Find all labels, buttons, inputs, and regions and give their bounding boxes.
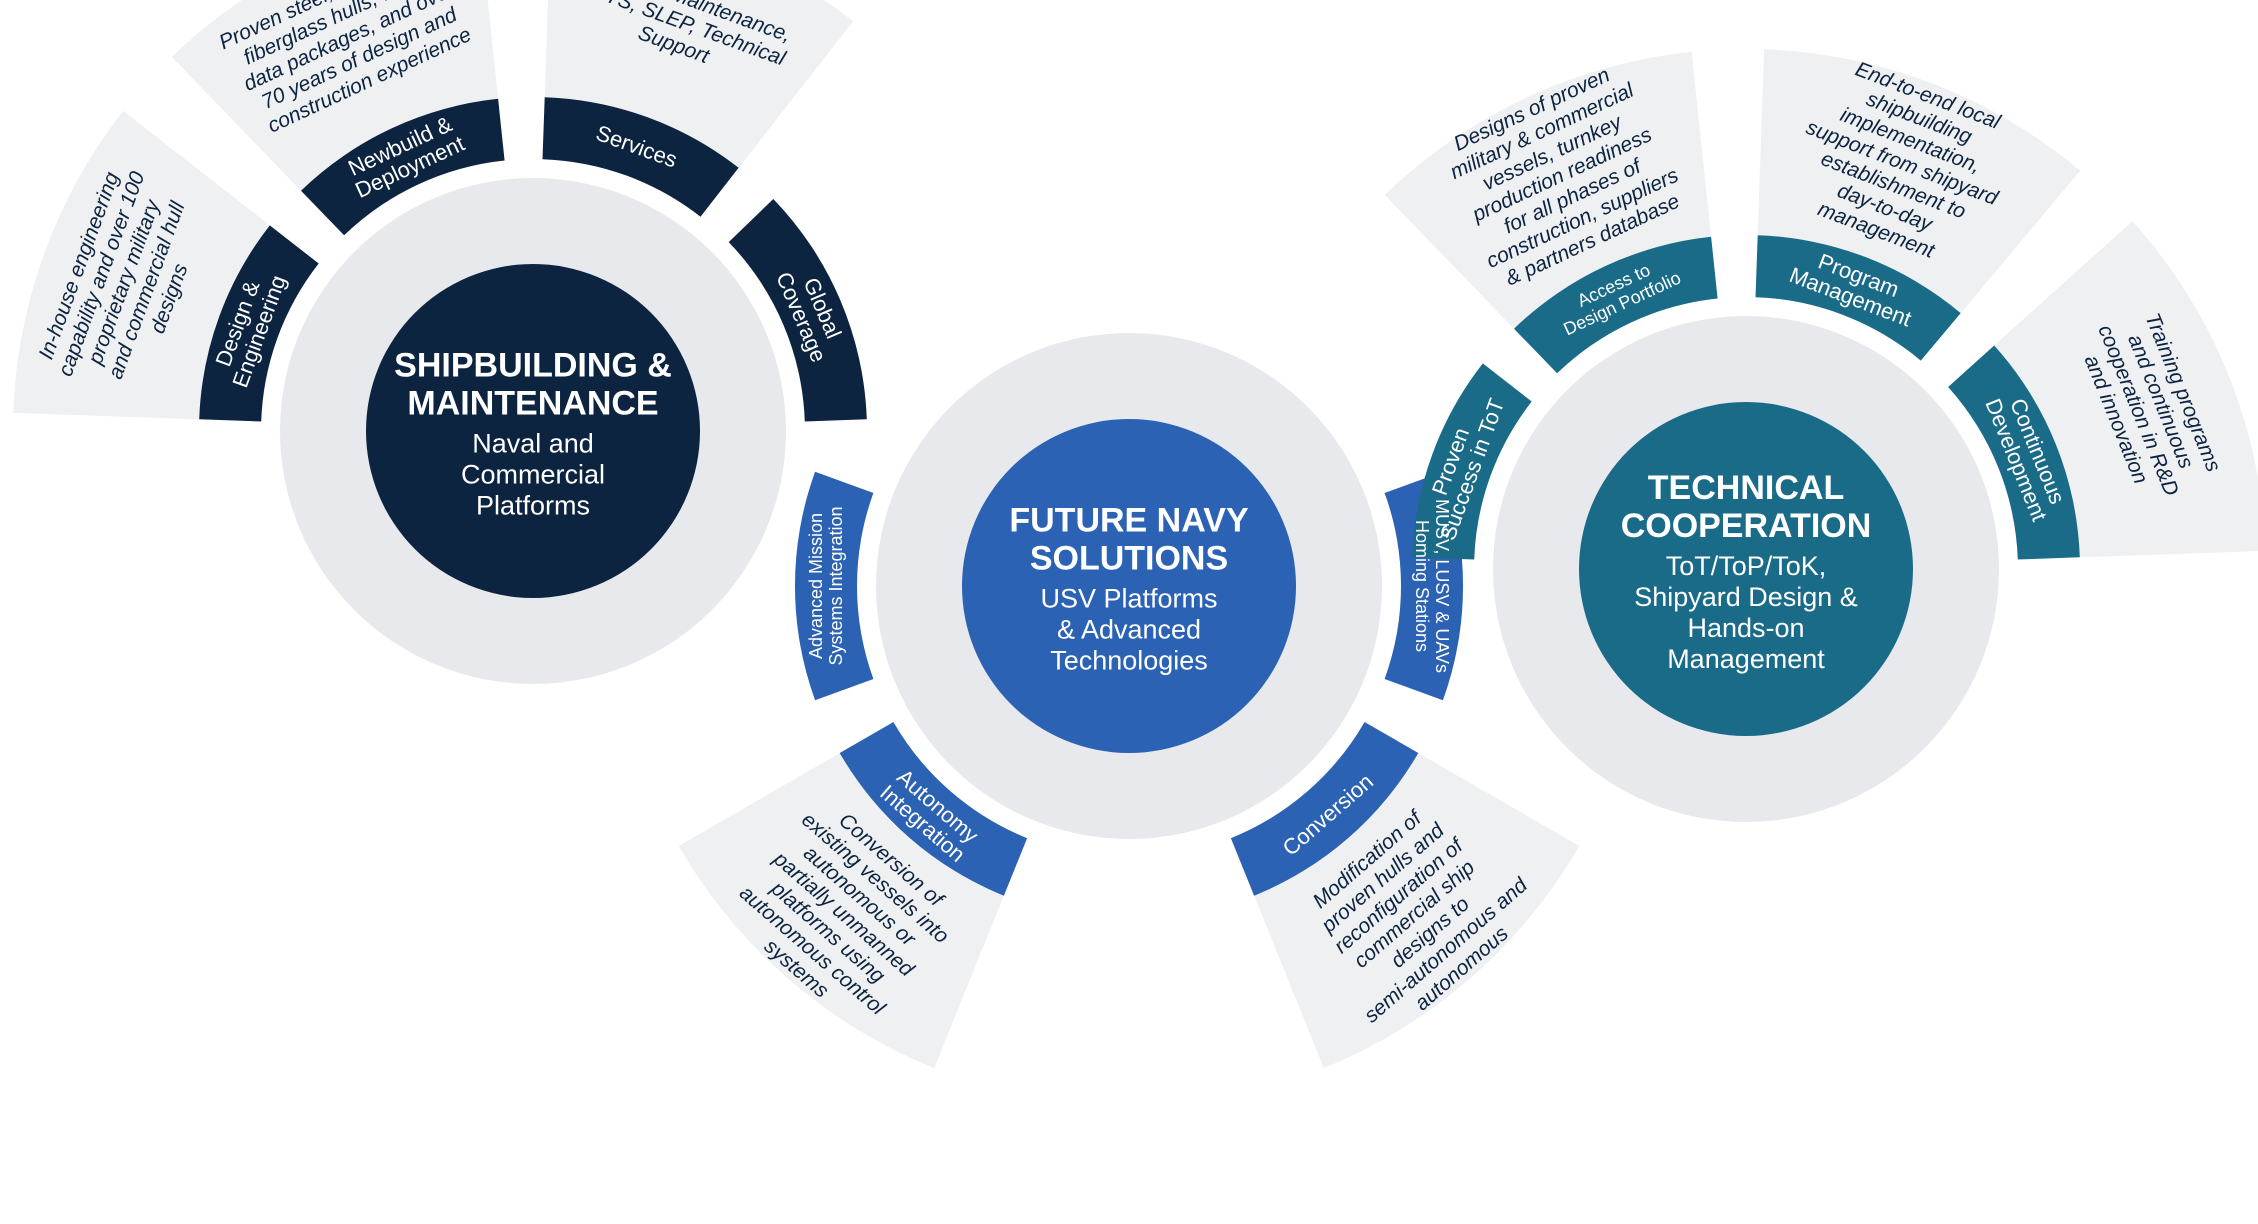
- technical-hub-subtitle: Management: [1667, 644, 1825, 674]
- musv-band-label-line: MUSV, LUSV & UAVs: [1432, 499, 1452, 673]
- design-engineering-description-wedge: [13, 110, 272, 420]
- shipbuilding-hub-text: SHIPBUILDING &MAINTENANCE Naval andCommer…: [394, 347, 672, 521]
- hub-layer: [366, 264, 1913, 753]
- future-hub-title: SOLUTIONS: [1030, 540, 1228, 578]
- access-design-band: [1514, 236, 1718, 374]
- shipbuilding-hub-circle: [366, 264, 700, 598]
- advanced-mission-band: [794, 471, 874, 701]
- wedge-layer: [13, 0, 2258, 1069]
- program-management-band: [1755, 235, 1961, 361]
- future-hub-subtitle: USV Platforms: [1040, 584, 1217, 614]
- shipbuilding-hub-subtitle: Platforms: [476, 491, 590, 521]
- autonomy-description-wedge: [678, 752, 1005, 1069]
- technical-hub-title: COOPERATION: [1621, 507, 1872, 545]
- newbuild-description-wedge: [171, 0, 499, 193]
- continuous-dev-description-wedge: [1992, 221, 2258, 558]
- technical-hub-title: TECHNICAL: [1648, 469, 1844, 507]
- musv-band-label-line: Homing Stations: [1412, 520, 1432, 652]
- conversion-band: [1230, 722, 1419, 896]
- global-coverage-band: [728, 199, 867, 422]
- technical-hub-subtitle: Hands-on: [1687, 613, 1804, 643]
- band-layer: [199, 97, 2080, 896]
- conversion-description-wedge: [1253, 752, 1580, 1069]
- future-hub-subtitle: Technologies: [1050, 646, 1208, 676]
- technical-hub-subtitle: Shipyard Design &: [1634, 582, 1858, 612]
- shipbuilding-hub-subtitle: Naval and: [472, 429, 594, 459]
- advanced-mission-band-label-line: Systems Integration: [826, 506, 846, 665]
- future-hub-title: FUTURE NAVY: [1009, 502, 1249, 540]
- shipbuilding-hub-subtitle: Commercial: [461, 460, 605, 490]
- technical-hub-subtitle: ToT/ToP/ToK,: [1666, 551, 1827, 581]
- design-engineering-band: [199, 225, 319, 422]
- shipbuilding-hub-title: MAINTENANCE: [407, 385, 658, 423]
- services-description-wedge: [544, 0, 854, 170]
- services-band: [542, 97, 739, 217]
- autonomy-band: [839, 722, 1028, 896]
- technical-hub-circle: [1579, 402, 1913, 736]
- future-hub-circle: [962, 419, 1296, 753]
- access-design-description-wedge: [1384, 51, 1712, 331]
- proven-success-band: [1412, 363, 1532, 560]
- advanced-mission-band-label-line: Advanced Mission: [806, 513, 826, 659]
- future-hub-subtitle: & Advanced: [1057, 615, 1201, 645]
- continuous-dev-band: [1948, 345, 2080, 560]
- shipbuilding-hub-title: SHIPBUILDING &: [394, 347, 672, 385]
- newbuild-band: [301, 98, 505, 236]
